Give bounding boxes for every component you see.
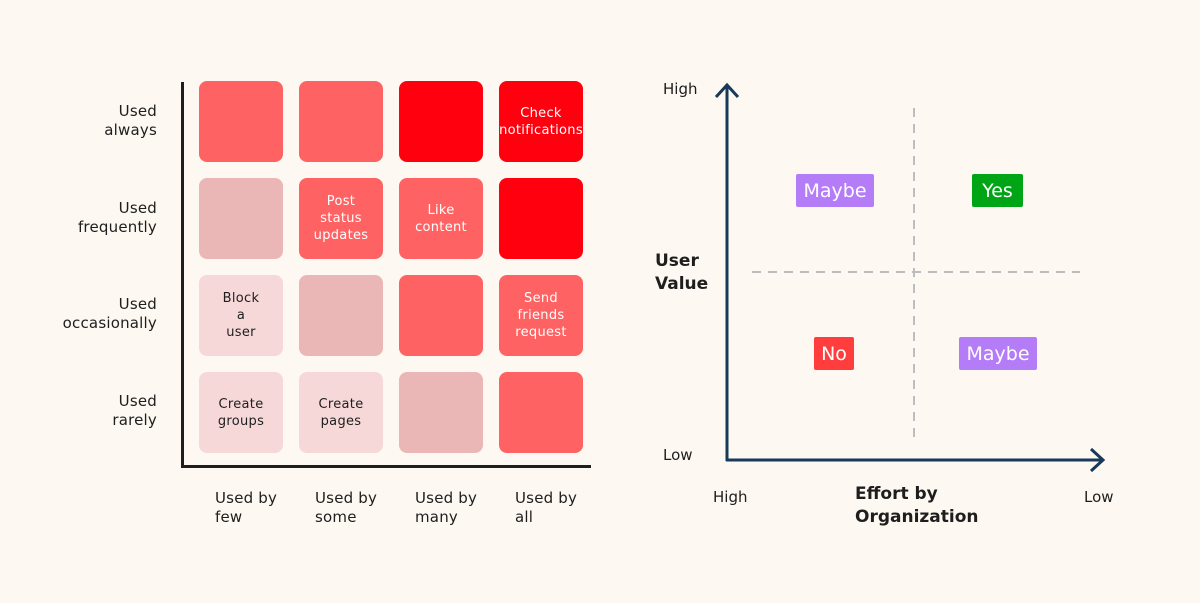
quadrant-top-left-tag: Maybe [796,174,874,207]
col-label-few: Used by few [215,489,278,526]
cell-rarely-few: Create groups [199,372,283,453]
cell-rarely-all [499,372,583,453]
cell-frequently-some: Post status updates [299,178,383,259]
matrix-x-axis [181,465,591,468]
cell-frequently-all [499,178,583,259]
row-label-rarely: Used rarely [112,392,157,429]
quadrant-bottom-left-tag: No [814,337,854,370]
y-axis-title: User Value [655,251,709,294]
cell-always-some [299,81,383,162]
cell-occasionally-all: Send friends request [499,275,583,356]
x-axis-title: Effort by Organization [855,484,979,527]
matrix-y-axis [181,82,184,468]
cell-occasionally-many [399,275,483,356]
cell-rarely-many [399,372,483,453]
cell-occasionally-some [299,275,383,356]
row-label-always: Used always [104,102,157,139]
quadrant-top-right-tag: Yes [972,174,1023,207]
cell-always-few [199,81,283,162]
row-label-occasionally: Used occasionally [62,295,157,332]
x-low-label: Low [1084,488,1114,506]
x-axis-arrow-icon [1089,447,1106,473]
y-axis-arrow-icon [714,82,740,99]
col-label-all: Used by all [515,489,578,526]
quadrant-bottom-right-tag: Maybe [959,337,1037,370]
cell-frequently-few [199,178,283,259]
cell-always-all: Check notifications [499,81,583,162]
row-label-frequently: Used frequently [77,199,157,236]
col-label-some: Used by some [315,489,378,526]
cell-occasionally-few: Block a user [199,275,283,356]
col-label-many: Used by many [415,489,478,526]
y-high-label: High [663,80,698,98]
cell-frequently-many: Like content [399,178,483,259]
cell-rarely-some: Create pages [299,372,383,453]
x-high-label: High [713,488,748,506]
cell-always-many [399,81,483,162]
y-low-label: Low [663,446,693,464]
